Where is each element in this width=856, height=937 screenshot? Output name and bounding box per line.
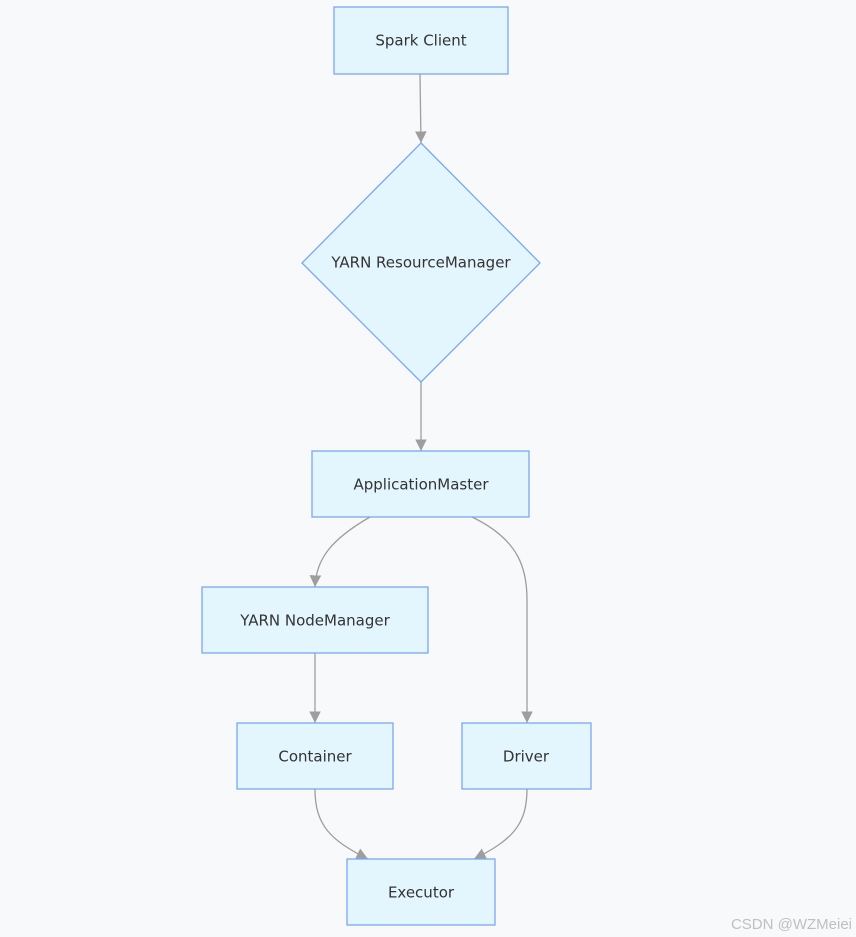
node-application-master: ApplicationMaster — [311, 450, 530, 518]
node-box — [311, 450, 530, 518]
edge-spark-client-to-resource-manager — [414, 73, 427, 144]
node-box — [461, 722, 592, 790]
node-label: ApplicationMaster — [353, 476, 489, 494]
node-executor: Executor — [346, 858, 496, 926]
node-yarn-node-manager: YARN NodeManager — [201, 586, 429, 654]
edges — [309, 73, 533, 860]
node-box — [236, 722, 394, 790]
node-box — [346, 858, 496, 926]
edge-application-master-to-node-manager — [309, 516, 371, 588]
node-label: Executor — [388, 884, 455, 902]
node-container: Container — [236, 722, 394, 790]
node-box — [201, 586, 429, 654]
node-label: Container — [278, 748, 352, 766]
node-yarn-resource-manager: YARN ResourceManager — [301, 142, 541, 383]
node-spark-client: Spark Client — [333, 6, 509, 75]
node-label: Spark Client — [375, 32, 466, 50]
edge-container-to-executor — [314, 788, 369, 860]
node-label: YARN ResourceManager — [330, 254, 511, 272]
watermark: CSDN @WZMeiei — [730, 916, 852, 933]
node-box — [333, 6, 509, 75]
node-label: Driver — [503, 748, 550, 766]
node-diamond — [301, 142, 541, 383]
node-label: YARN NodeManager — [239, 612, 390, 630]
edge-application-master-to-driver — [471, 516, 533, 723]
node-driver: Driver — [461, 722, 592, 790]
edge-driver-to-executor — [473, 788, 528, 860]
